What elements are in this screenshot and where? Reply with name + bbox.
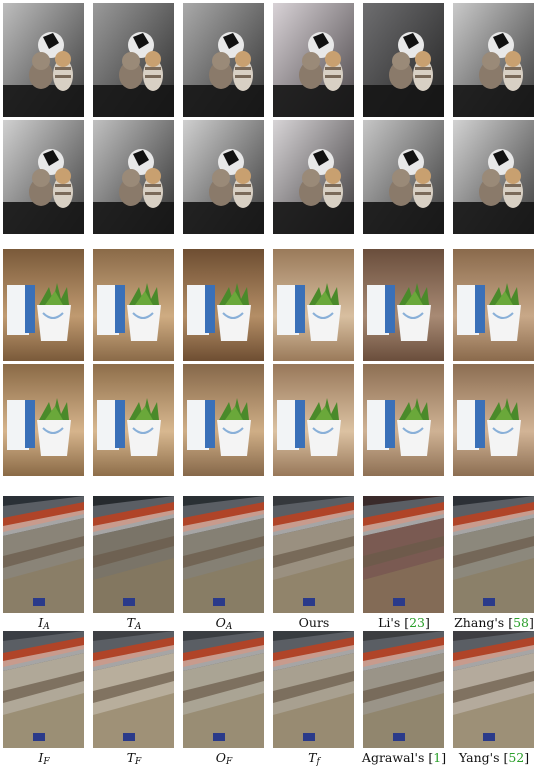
potted-plant-image <box>93 364 174 476</box>
bear-doll-image <box>273 120 354 234</box>
bear-doll-image <box>183 120 264 234</box>
potted-plant-image <box>363 249 444 361</box>
bear-doll-image <box>3 120 84 234</box>
potted-plant-image <box>273 364 354 476</box>
caption-symbol: T <box>126 750 136 765</box>
caption-bracket: ] <box>441 750 447 765</box>
caption-subscript: f <box>316 757 320 767</box>
potted-plant-image <box>273 249 354 361</box>
stadium-image <box>3 496 84 613</box>
caption-method-name: Ours <box>298 615 330 630</box>
citation-link[interactable]: 1 <box>433 750 442 765</box>
bear-doll-image <box>93 120 174 234</box>
caption-symbol: O <box>215 615 226 630</box>
stadium-image <box>363 631 444 748</box>
bear-doll-image <box>3 3 84 117</box>
stadium-image <box>93 496 174 613</box>
potted-plant-image <box>183 364 264 476</box>
potted-plant-image <box>93 249 174 361</box>
method-caption: TA <box>86 616 182 634</box>
caption-method-name: Agrawal's [ <box>361 750 434 765</box>
method-caption: TF <box>86 751 182 769</box>
stadium-image <box>3 631 84 748</box>
caption-symbol: T <box>308 750 317 765</box>
potted-plant-image <box>453 249 534 361</box>
caption-bracket: ] <box>425 615 430 630</box>
caption-symbol: O <box>215 750 226 765</box>
stadium-image <box>453 496 534 613</box>
stadium-image <box>363 496 444 613</box>
potted-plant-image <box>363 364 444 476</box>
caption-subscript: A <box>134 622 142 632</box>
bear-doll-image <box>93 3 174 117</box>
stadium-image <box>453 631 534 748</box>
method-caption: Li's [23] <box>356 616 452 630</box>
citation-link[interactable]: 52 <box>508 750 525 765</box>
stadium-image <box>183 631 264 748</box>
bear-doll-image <box>363 3 444 117</box>
citation-link[interactable]: 23 <box>409 615 425 630</box>
caption-method-name: Yang's [ <box>458 750 509 765</box>
method-caption: IF <box>0 751 92 769</box>
caption-subscript: F <box>43 757 50 767</box>
caption-bracket: ] <box>524 750 530 765</box>
citation-link[interactable]: 58 <box>513 615 529 630</box>
method-caption: OA <box>176 616 272 634</box>
method-caption: Tf <box>266 751 362 769</box>
stadium-image <box>183 496 264 613</box>
caption-method-name: Li's [ <box>378 615 410 630</box>
potted-plant-image <box>453 364 534 476</box>
caption-subscript: A <box>225 622 233 632</box>
method-caption: Zhang's [58] <box>446 616 537 630</box>
caption-subscript: F <box>135 757 142 767</box>
potted-plant-image <box>3 364 84 476</box>
caption-symbol: I <box>38 750 44 765</box>
caption-method-name: Zhang's [ <box>454 615 514 630</box>
potted-plant-image <box>183 249 264 361</box>
caption-subscript: F <box>226 757 233 767</box>
bear-doll-image <box>453 120 534 234</box>
method-caption: IA <box>0 616 92 634</box>
caption-symbol: I <box>38 615 44 630</box>
method-caption: Yang's [52] <box>446 751 537 765</box>
bear-doll-image <box>363 120 444 234</box>
bear-doll-image <box>273 3 354 117</box>
caption-bracket: ] <box>528 615 534 630</box>
method-caption: OF <box>176 751 272 769</box>
method-caption: Agrawal's [1] <box>356 751 452 765</box>
stadium-image <box>273 496 354 613</box>
caption-subscript: A <box>43 622 50 632</box>
bear-doll-image <box>183 3 264 117</box>
stadium-image <box>93 631 174 748</box>
bear-doll-image <box>453 3 534 117</box>
caption-symbol: T <box>126 615 135 630</box>
method-caption: Ours <box>266 616 362 630</box>
stadium-image <box>273 631 354 748</box>
potted-plant-image <box>3 249 84 361</box>
